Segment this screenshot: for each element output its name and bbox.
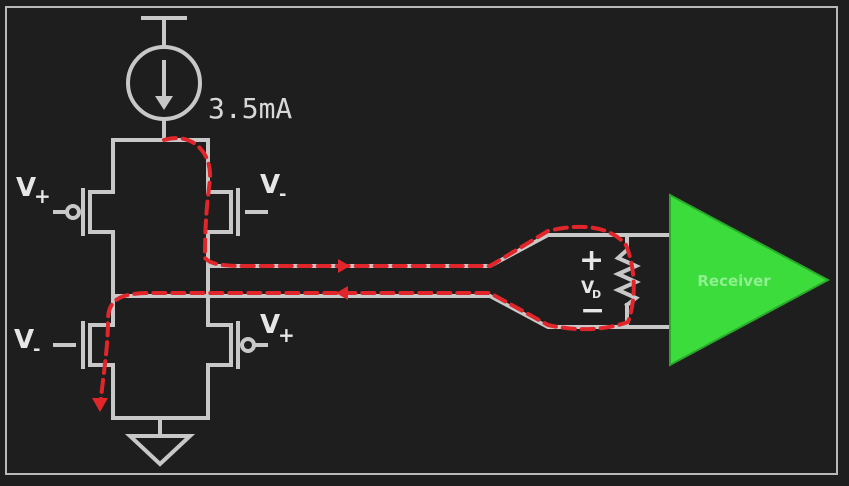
current-source-label: 3.5mA xyxy=(208,92,292,125)
termination-minus: − xyxy=(580,293,605,328)
transistor-top-left xyxy=(53,188,113,236)
current-path-arrows xyxy=(92,259,350,412)
gate-label-top-right: V xyxy=(260,170,280,200)
gate-sign-bottom-right: + xyxy=(278,323,295,347)
transistor-bottom-right xyxy=(208,321,268,369)
arrow-down-icon xyxy=(92,398,108,412)
receiver-label: Receiver xyxy=(697,272,771,290)
gate-label-bottom-left: V xyxy=(14,325,34,355)
gate-label-top-left: V xyxy=(16,173,36,203)
ground-symbol xyxy=(124,434,196,467)
gate-sign-top-right: - xyxy=(279,184,286,205)
arrow-left-icon xyxy=(336,286,348,300)
current-path xyxy=(98,136,636,410)
transistor-bottom-left xyxy=(53,321,113,369)
transistor-top-right xyxy=(208,188,268,236)
current-arrow xyxy=(155,60,173,110)
gate-sign-top-left: + xyxy=(34,184,51,208)
termination-plus: + xyxy=(579,243,604,278)
vd-label: V xyxy=(581,278,595,298)
gate-sign-bottom-left: - xyxy=(33,339,40,360)
vd-subscript: D xyxy=(592,288,601,301)
diagram-border xyxy=(5,6,838,475)
receiver-triangle xyxy=(669,193,831,367)
termination-resistor xyxy=(613,247,641,308)
gate-label-bottom-right: V xyxy=(260,310,280,340)
arrow-right-icon xyxy=(338,259,350,273)
circuit-wires xyxy=(111,16,672,467)
